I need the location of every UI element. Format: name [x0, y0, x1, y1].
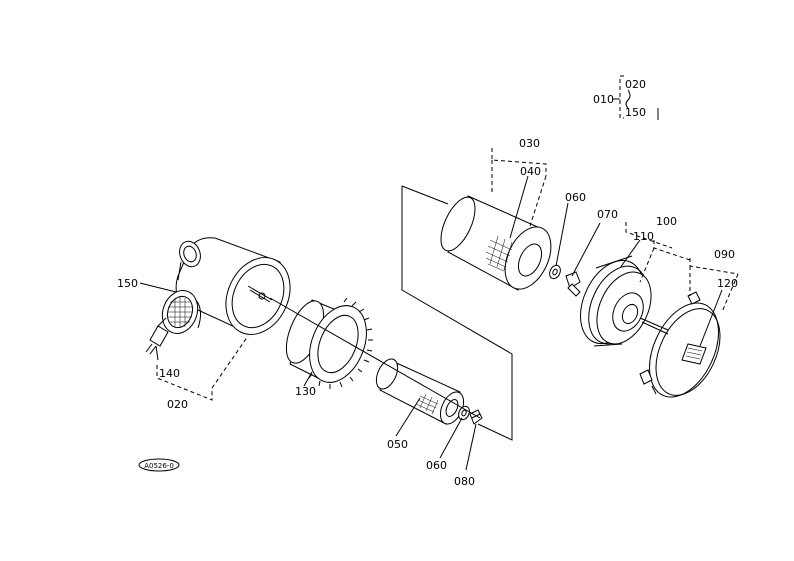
air-cleaner-body	[156, 237, 291, 401]
washer-bottom	[458, 405, 470, 421]
assembly-axis	[269, 297, 481, 419]
callout-020-top: 020	[625, 78, 646, 91]
dust-indicator	[145, 317, 169, 355]
washer-top	[549, 264, 561, 280]
safety-element	[375, 358, 465, 425]
callout-150-top: 150	[625, 106, 646, 119]
element-sleeve	[285, 297, 373, 389]
callout-090: 090	[714, 248, 735, 261]
cover-assembly	[580, 222, 691, 347]
callout-080: 080	[454, 475, 475, 488]
leader-lines	[139, 175, 723, 471]
callout-070: 070	[597, 208, 618, 221]
callout-100: 100	[656, 215, 677, 228]
callout-140: 140	[159, 367, 180, 380]
end-cap	[639, 258, 739, 398]
callout-150: 150	[117, 277, 138, 290]
callout-050: 050	[387, 438, 408, 451]
callout-030: 030	[519, 137, 540, 150]
callout-060-top: 060	[565, 191, 586, 204]
callout-040: 040	[520, 165, 541, 178]
wing-nut-top	[565, 271, 581, 297]
callout-010: 010	[593, 93, 614, 106]
callout-130: 130	[295, 385, 316, 398]
group-outline	[401, 185, 513, 441]
callout-020: 020	[167, 398, 188, 411]
callout-120: 120	[717, 277, 738, 290]
callout-110: 110	[633, 230, 654, 243]
vacuator-valve	[161, 290, 202, 334]
reference-key	[612, 75, 659, 120]
drawing-code: A0526-0	[144, 462, 174, 470]
primary-element	[440, 148, 552, 291]
wing-nut-bottom	[469, 409, 483, 425]
label-plate	[681, 343, 707, 365]
callout-060-bottom: 060	[426, 459, 447, 472]
drawing-code-stamp: A0526-0	[138, 458, 180, 472]
